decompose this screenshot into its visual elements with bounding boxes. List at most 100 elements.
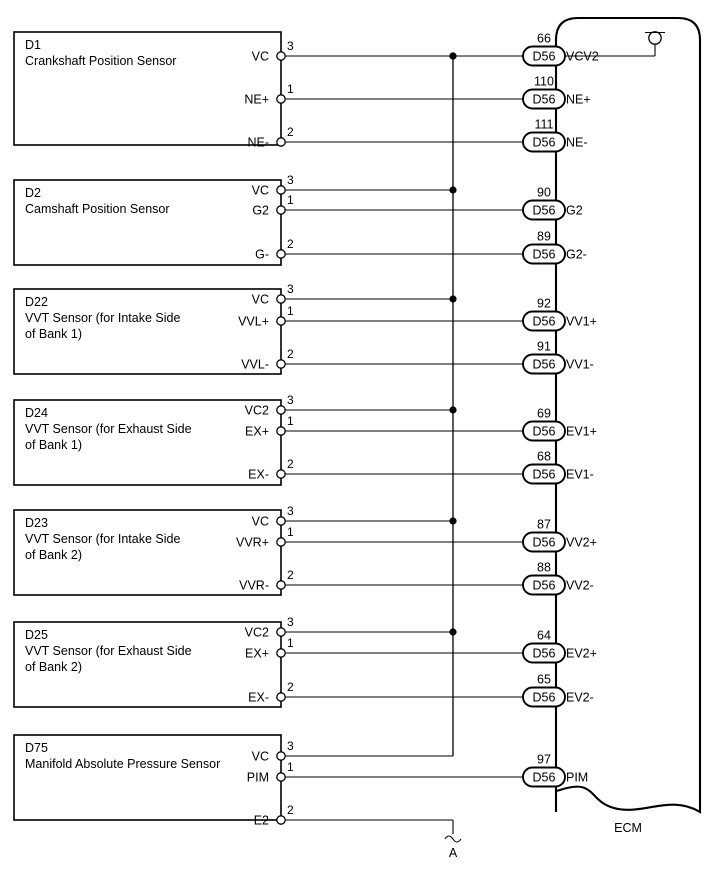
pin-terminal-d25-2 <box>276 692 286 702</box>
ground-reference-label: A <box>449 846 458 860</box>
pin-signal-d2-3: VC <box>252 184 269 198</box>
sensor-block-outline <box>13 734 282 821</box>
pin-number-d24-3: 3 <box>287 393 294 407</box>
connector-code-88: D56 <box>533 579 556 593</box>
pin-terminal-d2-2 <box>276 249 286 259</box>
ecm-signal-90: G2 <box>566 204 583 218</box>
connector-code-110: D56 <box>533 93 556 107</box>
ecm-signal-110: NE+ <box>566 93 591 107</box>
pin-number-d25-2: 2 <box>287 680 294 694</box>
pin-number-d75-3: 3 <box>287 739 294 753</box>
pin-signal-d22-1: VVL+ <box>238 315 269 329</box>
ground-reference-a: A <box>444 835 462 860</box>
pin-terminal-d22-2 <box>276 359 286 369</box>
pin-number-d1-1: 1 <box>287 82 294 96</box>
ecm-pin-number-69: 69 <box>537 407 551 421</box>
pin-signal-d25-2: EX- <box>248 691 269 705</box>
sensor-name-d24: VVT Sensor (for Exhaust Side <box>25 422 192 436</box>
sensor-id-d22: D22 <box>25 295 48 309</box>
pin-number-d2-2: 2 <box>287 237 294 251</box>
ecm-signal-87: VV2+ <box>566 536 597 550</box>
junction-dot <box>449 52 457 60</box>
pin-signal-d24-1: EX+ <box>245 425 269 439</box>
pin-terminal-d23-2 <box>276 580 286 590</box>
pin-signal-d22-2: VVL- <box>241 358 269 372</box>
sensor-block-outline <box>13 621 282 708</box>
ecm-signal-66: VCV2 <box>566 50 599 64</box>
pin-terminal-d24-1 <box>276 426 286 436</box>
sensor-name-d23: VVT Sensor (for Intake Side <box>25 532 180 546</box>
connector-oval-d56 <box>522 353 566 375</box>
connector-code-65: D56 <box>533 691 556 705</box>
pin-signal-d23-2: VVR- <box>239 579 269 593</box>
pin-number-d23-3: 3 <box>287 504 294 518</box>
connector-oval-d56 <box>522 45 566 67</box>
terminal-circle-icon <box>648 31 662 45</box>
pin-terminal-d22-1 <box>276 316 286 326</box>
pin-signal-d75-1: PIM <box>247 771 269 785</box>
pin-number-d2-3: 3 <box>287 173 294 187</box>
pin-number-d24-2: 2 <box>287 457 294 471</box>
connector-oval-d56 <box>522 243 566 265</box>
sensor-name-d75: Manifold Absolute Pressure Sensor <box>25 757 220 771</box>
pin-number-d22-1: 1 <box>287 304 294 318</box>
pin-signal-d24-2: EX- <box>248 468 269 482</box>
pin-number-d25-1: 1 <box>287 636 294 650</box>
connector-code-111: D56 <box>533 136 556 150</box>
pin-terminal-d1-3 <box>276 51 286 61</box>
connector-oval-d56 <box>522 88 566 110</box>
pin-terminal-d1-2 <box>276 137 286 147</box>
ecm-pin-number-65: 65 <box>537 673 551 687</box>
pin-signal-d1-1: NE+ <box>244 93 269 107</box>
pin-signal-d75-3: VC <box>252 750 269 764</box>
pin-number-d75-1: 1 <box>287 760 294 774</box>
sensor-id-d24: D24 <box>25 406 48 420</box>
connector-code-92: D56 <box>533 315 556 329</box>
connector-oval-d56 <box>522 310 566 332</box>
sensor-block-outline <box>13 509 282 596</box>
sensor-id-d23: D23 <box>25 516 48 530</box>
sensor-block-outline <box>13 399 282 486</box>
ecm-signal-91: VV1- <box>566 358 594 372</box>
ecm-signal-89: G2- <box>566 248 587 262</box>
pin-number-d1-3: 3 <box>287 39 294 53</box>
pin-signal-d22-3: VC <box>252 293 269 307</box>
connector-code-90: D56 <box>533 204 556 218</box>
connector-oval-d56 <box>522 131 566 153</box>
sensor-name-d22: VVT Sensor (for Intake Side <box>25 311 180 325</box>
connector-oval-d56 <box>522 686 566 708</box>
pin-signal-d2-2: G- <box>255 248 269 262</box>
pin-number-d23-2: 2 <box>287 568 294 582</box>
pin-terminal-d2-1 <box>276 205 286 215</box>
pin-number-d75-2: 2 <box>287 803 294 817</box>
pin-terminal-d25-3 <box>276 627 286 637</box>
connector-oval-d56 <box>522 420 566 442</box>
sensor-name-d2: Camshaft Position Sensor <box>25 202 170 216</box>
pin-terminal-d25-1 <box>276 648 286 658</box>
pin-signal-d1-2: NE- <box>247 136 269 150</box>
pin-signal-d23-3: VC <box>252 515 269 529</box>
connector-oval-d56 <box>522 766 566 788</box>
ground-wavy-icon <box>444 835 462 843</box>
ecm-pin-number-97: 97 <box>537 753 551 767</box>
ecm-pin-number-89: 89 <box>537 230 551 244</box>
